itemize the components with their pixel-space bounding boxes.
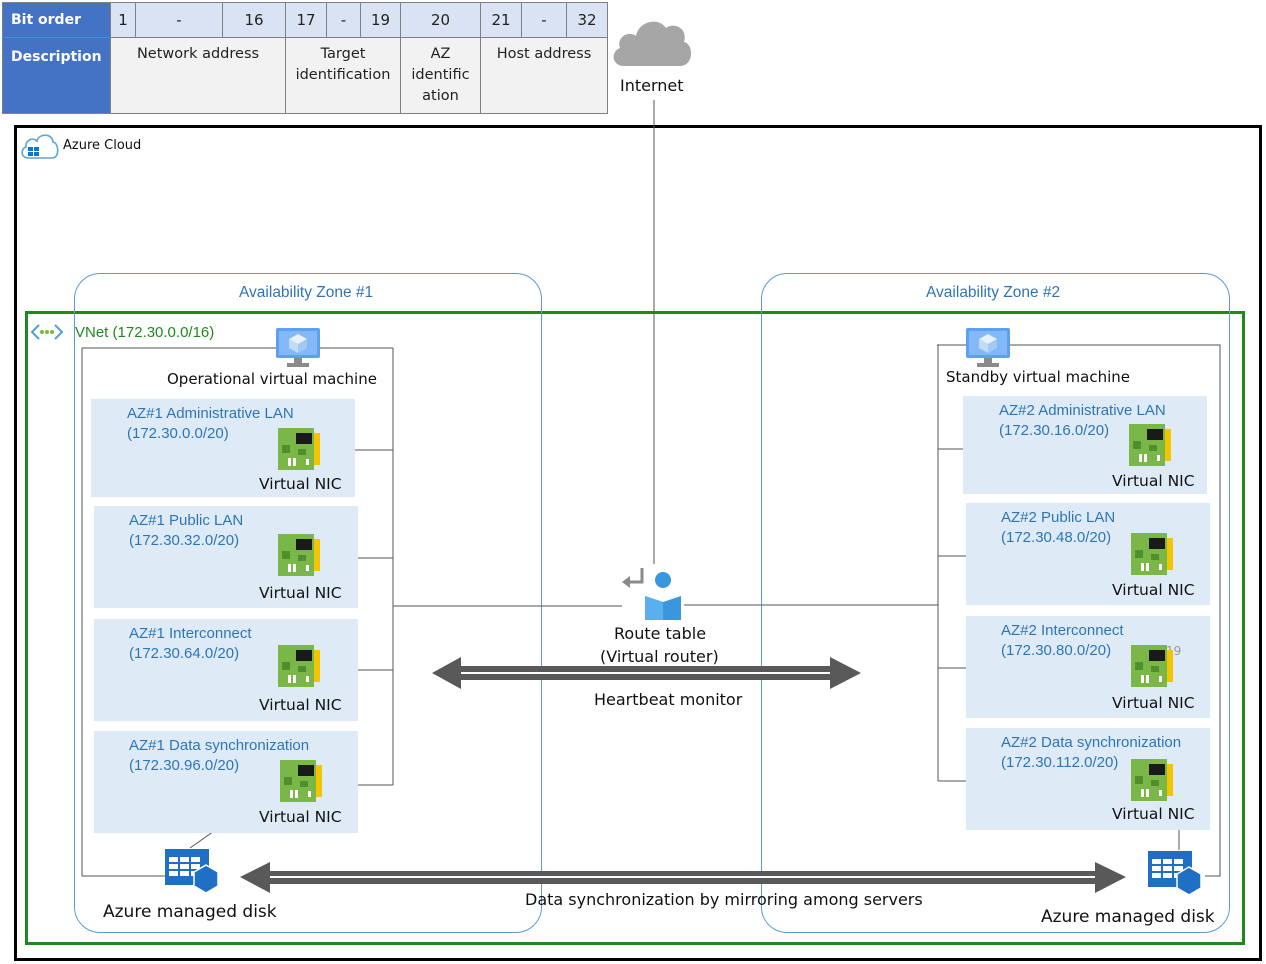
subnet-name: AZ#1 Administrative LAN [127,405,294,422]
vnet-icon [30,324,64,340]
virtual-nic-icon [278,534,320,576]
virtual-nic-icon [1129,424,1171,466]
virtual-nic-icon [280,760,322,802]
nic-label: Virtual NIC [259,475,342,493]
disk1-label: Azure managed disk [103,902,277,922]
vm-icon [276,328,320,367]
subnet-cidr: (172.30.112.0/20) [1001,754,1119,771]
subnet-name: AZ#2 Administrative LAN [999,402,1166,419]
subnet-cidr: (172.30.96.0/20) [129,757,240,774]
subnet-cidr: (172.30.48.0/20) [1001,529,1112,546]
desc-host-address: Host address [480,37,608,114]
subnet-cidr: (172.30.80.0/20) [1001,642,1112,659]
virtual-nic-icon [1131,533,1173,575]
subnet-name: AZ#1 Public LAN [129,512,244,529]
subnet-cidr: (172.30.16.0/20) [999,422,1110,439]
subnet-cidr: (172.30.64.0/20) [129,645,240,662]
bit-cell: - [326,2,361,38]
bit-cell: 32 [566,2,608,38]
bit-cell: 20 [400,2,481,38]
availability-zone-1-label: Availability Zone #1 [239,284,374,301]
desc-text: Target [320,46,366,62]
bit-cell: 16 [222,2,286,38]
azure-cloud-icon [21,134,59,159]
desc-az-identification: AZ identific ation [400,37,481,114]
virtual-nic-icon [1131,645,1173,687]
bit-cell: - [135,2,223,38]
bit-cell: 17 [285,2,327,38]
operational-vm-label: Operational virtual machine [167,370,377,388]
route-table-label: Route table [614,624,707,643]
mirroring-label: Data synchronization by mirroring among … [525,890,923,909]
desc-text: ation [422,88,459,104]
vnet-boundary [25,311,1245,945]
standby-vm-label: Standby virtual machine [946,368,1130,386]
bit-order-header: Bit order [2,2,111,38]
desc-text: Host address [496,46,592,62]
availability-zone-2-label: Availability Zone #2 [926,284,1061,301]
subnet-name: AZ#1 Data synchronization [129,737,310,754]
desc-text: Network address [136,46,260,62]
internet-cloud-icon [613,21,692,66]
bit-cell: 21 [480,2,522,38]
virtual-nic-icon [278,645,320,687]
virtual-nic-icon [278,428,320,470]
desc-text: identification [295,67,391,83]
heartbeat-label: Heartbeat monitor [594,690,743,709]
managed-disk-icon [165,849,219,894]
disk2-label: Azure managed disk [1041,907,1215,927]
subnet-name: AZ#2 Data synchronization [1001,734,1182,751]
subnet-name: AZ#2 Public LAN [1001,509,1116,526]
internet-label: Internet [620,76,684,95]
availability-zone-2 [761,273,1230,933]
subnet-cidr: (172.30.32.0/20) [129,532,240,549]
nic-label: Virtual NIC [259,584,342,602]
vm-icon [966,328,1010,367]
bit-cell: - [521,2,567,38]
desc-text: identific [411,67,470,83]
desc-text: AZ [430,46,451,62]
bit-cell: 19 [360,2,401,38]
route-table-sublabel: (Virtual router) [600,647,719,666]
nic-label: Virtual NIC [1112,581,1195,599]
azure-cloud-label: Azure Cloud [63,138,142,153]
subnet-name: AZ#2 Interconnect [1001,622,1124,639]
azure-cloud-boundary [14,125,1262,961]
nic-label: Virtual NIC [1112,472,1195,490]
virtual-nic-icon [1131,759,1173,801]
nic-label: Virtual NIC [259,696,342,714]
vnet-label: VNet (172.30.0.0/16) [75,324,215,341]
subnet-cidr: (172.30.0.0/20) [127,425,229,442]
availability-zone-1 [74,273,542,933]
nic-label: Virtual NIC [1112,805,1195,823]
nic-label: Virtual NIC [1112,694,1195,712]
subnet-name: AZ#1 Interconnect [129,625,252,642]
route-table-icon [622,568,681,620]
nic-label: Virtual NIC [259,808,342,826]
managed-disk-icon [1148,851,1202,896]
desc-target-identification: Target identification [285,37,401,114]
